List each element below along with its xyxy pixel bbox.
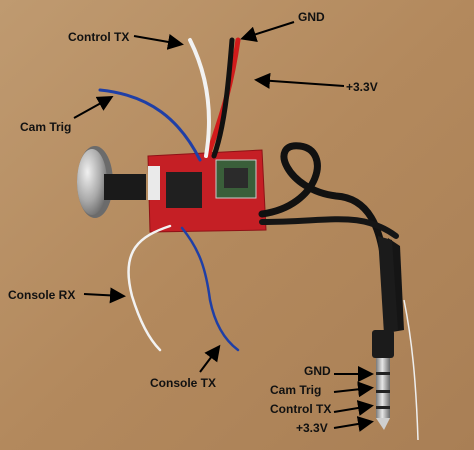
label-console-rx: Console RX xyxy=(8,288,76,302)
pcb-board xyxy=(147,149,267,233)
white-wire-top xyxy=(188,38,211,158)
audio-jack xyxy=(372,236,419,441)
blue-wire-left xyxy=(180,226,240,352)
label-control-tx-jack: Control TX xyxy=(270,402,332,416)
label-3v3-top: +3.3V xyxy=(346,80,378,94)
white-wire-left xyxy=(127,224,172,352)
label-cam-trig-top: Cam Trig xyxy=(20,120,72,134)
label-gnd-jack: GND xyxy=(304,364,331,378)
label-3v3-jack: +3.3V xyxy=(296,421,328,435)
label-gnd-top: GND xyxy=(298,10,325,24)
annotation-arrows xyxy=(73,21,374,432)
label-control-tx-top: Control TX xyxy=(68,30,130,44)
black-wire xyxy=(211,37,235,159)
label-console-tx: Console TX xyxy=(150,376,217,390)
label-cam-trig-jack: Cam Trig xyxy=(270,383,322,397)
blue-wire-top xyxy=(98,88,202,162)
camera-module xyxy=(77,146,146,218)
black-cable xyxy=(258,142,388,264)
